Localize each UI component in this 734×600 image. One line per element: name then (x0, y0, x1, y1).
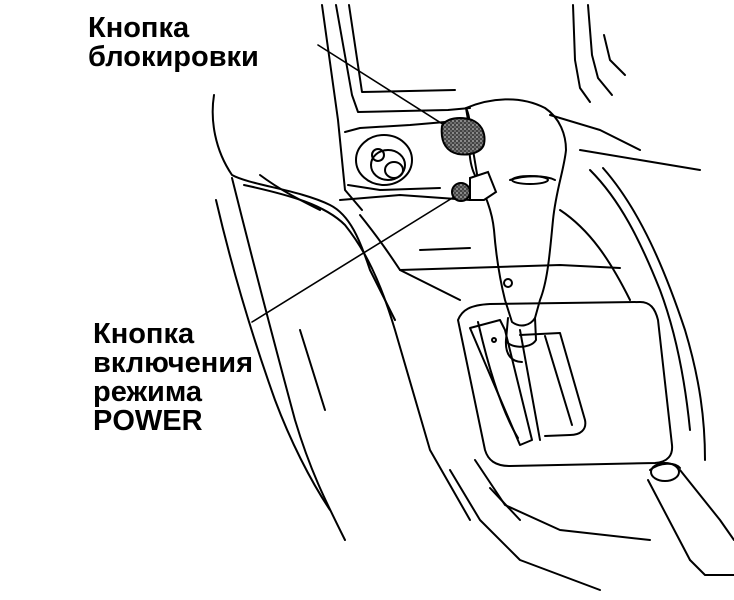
lock-callout-line-1: Кнопка (88, 12, 190, 44)
power-button-leader (251, 191, 463, 323)
leader-lines (251, 44, 463, 323)
handbrake (647, 462, 734, 576)
lock-button-leader (317, 44, 453, 131)
power-callout-line-1: Кнопка (93, 318, 195, 350)
lock-button-icon (440, 117, 486, 156)
lock-callout-line-2: блокировки (88, 41, 259, 73)
armrest (211, 94, 471, 541)
power-button-icon (451, 170, 498, 202)
power-button-callout: Кнопка включения режима POWER (93, 320, 253, 436)
console-tray (339, 167, 706, 591)
power-callout-line-4: POWER (93, 405, 203, 437)
power-callout-line-2: включения (93, 347, 254, 379)
center-console-frame (321, 4, 701, 211)
lock-button-callout: Кнопка блокировки (88, 14, 259, 72)
power-callout-line-3: режима (93, 376, 203, 408)
lighter-knob (355, 134, 413, 186)
shift-gate-plate (457, 301, 674, 467)
